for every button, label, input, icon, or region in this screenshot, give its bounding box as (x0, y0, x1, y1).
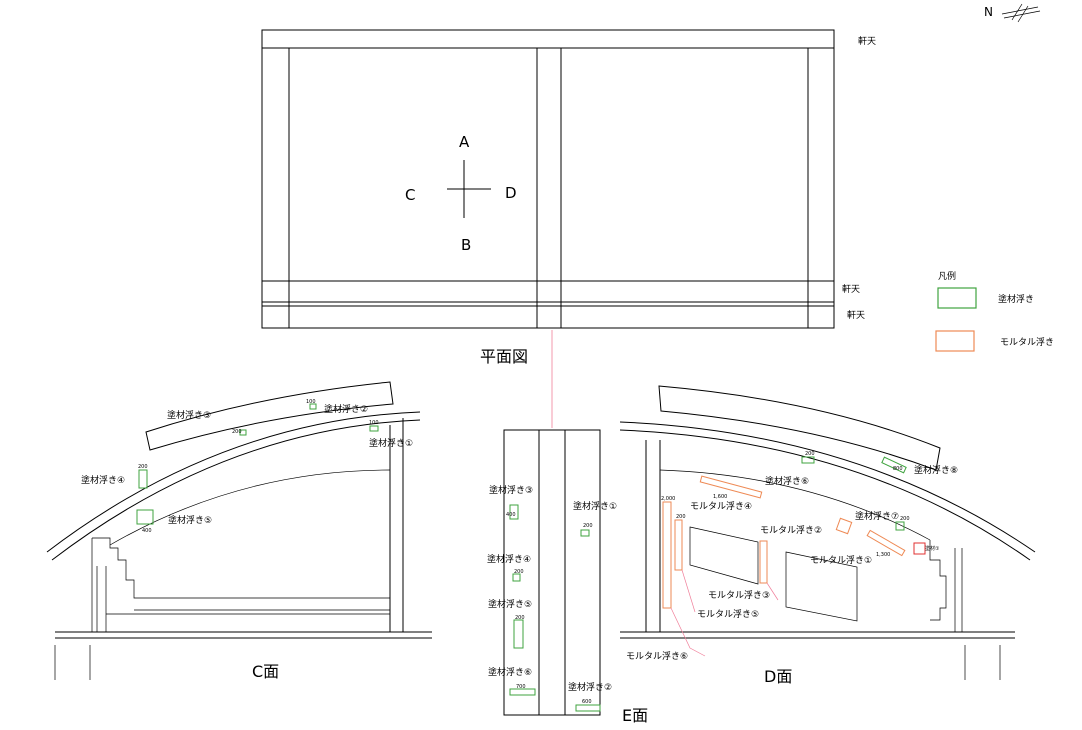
d-paint-8-label: 塗材浮き⑧ (914, 464, 958, 476)
direction-a-label: A (459, 133, 470, 151)
e-face-title: E面 (622, 706, 648, 725)
c-paint-3-label: 塗材浮き③ (167, 409, 211, 421)
e-dim-2: 600 (582, 699, 592, 705)
legend-mortar-label: モルタル浮き (1000, 336, 1054, 348)
d-mortar-2-label: モルタル浮き② (760, 524, 822, 536)
d-dim-6: 2,000 (661, 496, 675, 502)
d-dim-7: 200 (676, 514, 686, 520)
e-paint-2-label: 塗材浮き② (568, 681, 612, 693)
d-face-title: D面 (764, 667, 792, 686)
d-dim-2: 800 (893, 466, 903, 472)
north-label: N (984, 5, 993, 19)
c-paint-4-label: 塗材浮き④ (81, 474, 125, 486)
d-face-elevation: 塗材浮き⑥ 塗材浮き⑦ 塗材浮き⑧ モルタル浮き① モルタル浮き② モルタル浮き… (619, 385, 1036, 686)
e-dim-6: 700 (516, 684, 526, 690)
d-paint-7-label: 塗材浮き⑦ (855, 510, 899, 522)
c-dim-3: 200 (232, 429, 242, 435)
d-dim-4: 1,600 (713, 494, 727, 500)
e-dim-1: 200 (583, 523, 593, 529)
legend: 凡例 塗材浮き モルタル浮き (935, 270, 1054, 352)
e-paint-5-label: 塗材浮き⑤ (488, 598, 532, 610)
c-face-title: C面 (252, 662, 279, 681)
d-paint-6-label: 塗材浮き⑥ (765, 475, 809, 487)
d-small-label: 塗材① (925, 545, 940, 552)
eave-label-mid: 軒天 (842, 284, 860, 295)
e-paint-1-label: 塗材浮き① (573, 500, 617, 512)
c-dim-5: 400 (142, 528, 152, 534)
c-paint-1-label: 塗材浮き① (369, 437, 413, 449)
d-dim-3: 200 (900, 516, 910, 522)
eave-label-bottom: 軒天 (847, 310, 865, 321)
direction-c-label: C (405, 186, 415, 204)
direction-b-label: B (461, 236, 471, 254)
d-mortar-1-label: モルタル浮き① (810, 554, 872, 566)
c-face-elevation: 塗材浮き① 塗材浮き② 塗材浮き③ 塗材浮き④ 塗材浮き⑤ 100 100 20… (46, 381, 432, 681)
legend-mortar-swatch (935, 330, 975, 352)
legend-paint-label: 塗材浮き (998, 293, 1034, 305)
e-dim-5: 200 (515, 615, 525, 621)
direction-d-label: D (505, 184, 517, 202)
e-face-elevation: 塗材浮き① 塗材浮き② 塗材浮き③ 塗材浮き④ 塗材浮き⑤ 塗材浮き⑥ 200 … (487, 429, 648, 725)
d-mortar-4-label: モルタル浮き④ (690, 500, 752, 512)
e-paint-3-label: 塗材浮き③ (489, 484, 533, 496)
c-dim-4: 200 (138, 464, 148, 470)
d-dim-1: 200 (805, 451, 815, 457)
c-paint-5-label: 塗材浮き⑤ (168, 514, 212, 526)
d-mortar-3-label: モルタル浮き③ (708, 589, 770, 601)
e-paint-4-label: 塗材浮き④ (487, 553, 531, 565)
e-dim-3: 400 (506, 512, 516, 518)
d-mortar-5-label: モルタル浮き⑤ (697, 608, 759, 620)
legend-title: 凡例 (938, 270, 956, 282)
d-mortar-6-label: モルタル浮き⑥ (626, 650, 688, 662)
eave-label-top: 軒天 (858, 36, 876, 47)
plan-view-title: 平面図 (480, 347, 528, 366)
north-arrow-icon: N (984, 3, 1041, 23)
c-dim-1: 100 (369, 420, 379, 426)
plan-view: A B C D 軒天 軒天 軒天 平面図 (261, 29, 876, 428)
e-dim-4: 200 (514, 569, 524, 575)
c-paint-2-label: 塗材浮き② (324, 403, 368, 415)
legend-paint-swatch (937, 287, 977, 309)
e-paint-6-label: 塗材浮き⑥ (488, 666, 532, 678)
d-dim-5: 1,300 (876, 552, 890, 558)
c-dim-2: 100 (306, 399, 316, 405)
